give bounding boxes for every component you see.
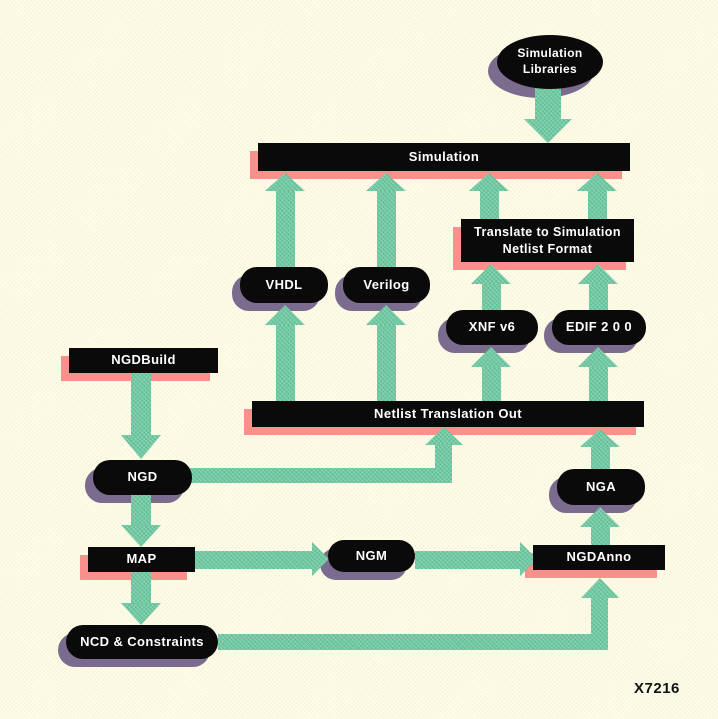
arrow-head-down-icon (121, 603, 161, 625)
arrow-trunk (588, 191, 607, 219)
arrow-trunk (190, 468, 452, 483)
node-xnf-v6: XNF v6 (446, 310, 538, 345)
arrow-trunk (535, 87, 561, 119)
arrow-trunk (131, 572, 151, 603)
arrow-trunk (276, 191, 295, 267)
arrow-trunk (482, 367, 501, 401)
arrow-trunk (591, 598, 608, 650)
arrow-trunk (480, 191, 499, 219)
arrow-trunk (131, 495, 151, 525)
node-sim-libraries: Simulation Libraries (497, 35, 603, 89)
arrow-trunk (276, 325, 295, 401)
arrow-trunk (195, 551, 312, 569)
arrow-trunk (377, 191, 396, 267)
arrow-trunk (435, 445, 452, 483)
arrow-trunk (218, 634, 608, 650)
node-ngdbuild: NGDBuild (69, 348, 218, 373)
node-translate: Translate to Simulation Netlist Format (461, 219, 634, 262)
arrow-trunk (591, 447, 610, 469)
node-ngm: NGM (328, 540, 415, 572)
arrow-head-down-icon (121, 525, 161, 547)
arrow-trunk (415, 551, 520, 569)
node-edif: EDIF 2 0 0 (552, 310, 646, 345)
node-nga: NGA (557, 469, 645, 505)
node-ncd-constraints: NCD & Constraints (66, 625, 218, 659)
arrow-trunk (589, 284, 608, 310)
arrow-trunk (591, 527, 610, 545)
node-verilog: Verilog (343, 267, 430, 303)
node-map: MAP (88, 547, 195, 572)
node-vhdl: VHDL (240, 267, 328, 303)
arrow-trunk (131, 373, 151, 435)
node-netlist-out: Netlist Translation Out (252, 401, 644, 427)
arrow-trunk (482, 284, 501, 310)
arrow-trunk (589, 367, 608, 401)
node-simulation: Simulation (258, 143, 630, 171)
arrow-head-down-icon (121, 435, 161, 459)
figure-number: X7216 (634, 680, 680, 697)
arrow-head-down-icon (524, 119, 572, 143)
node-ngd: NGD (93, 460, 192, 495)
arrow-trunk (377, 325, 396, 401)
arrow-head-up-icon (581, 578, 619, 598)
node-ngdanno: NGDAnno (533, 545, 665, 570)
